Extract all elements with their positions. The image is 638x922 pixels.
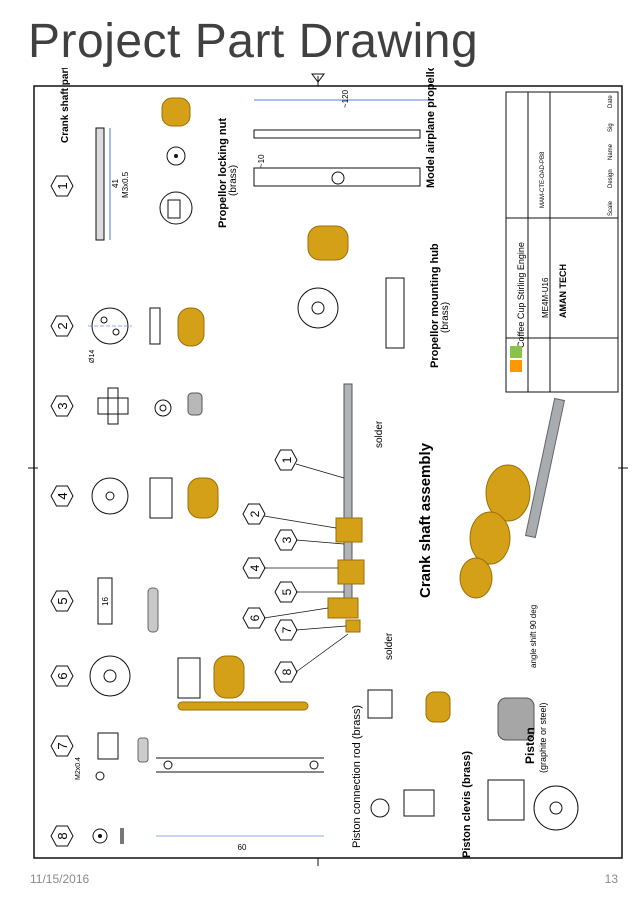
part-7-tube: M2x0.4 [75,732,149,781]
svg-text:Model airplane propellor: Model airplane propellor [425,68,437,188]
part-callout-3: 3 [50,395,74,417]
svg-text:~10: ~10 [257,154,266,168]
svg-text:7: 7 [280,626,294,633]
svg-text:7: 7 [55,742,70,749]
assembly-callout-6: 6 [242,607,266,629]
engineering-drawing: 1 2 3 4 5 6 7 8 Crank sha [28,46,628,866]
part-callout-2: 2 [50,315,74,337]
part-4-disc [91,477,219,519]
svg-text:8: 8 [55,832,70,839]
svg-text:4: 4 [248,564,262,571]
svg-text:(brass): (brass) [440,302,451,333]
svg-text:M2x0.4: M2x0.4 [75,757,82,780]
part-callouts: 1 2 3 4 5 6 7 8 [50,175,74,847]
svg-text:Piston connection rod (brass): Piston connection rod (brass) [351,705,363,848]
svg-text:M3x0.5: M3x0.5 [121,171,130,198]
piston: Piston (graphite or steel) [487,697,579,831]
crank-shaft-assembly: Crank shaft assembly solder solder angle… [327,383,566,668]
svg-text:Coffee Cup Stirling Engine: Coffee Cup Stirling Engine [516,242,526,348]
svg-text:2: 2 [55,322,70,329]
label-crank-shaft-assembly: Crank shaft assembly [417,442,434,598]
svg-text:Date: Date [608,95,614,108]
part-callout-7: 7 [50,735,74,757]
svg-text:ME4M-U16: ME4M-U16 [541,277,550,318]
svg-text:(graphite or steel): (graphite or steel) [538,702,548,773]
svg-text:~120: ~120 [341,89,350,108]
center-mark-top [311,73,325,83]
svg-text:1: 1 [55,182,70,189]
svg-text:(brass): (brass) [228,165,239,196]
svg-text:Ø14: Ø14 [89,350,96,363]
svg-text:Scale: Scale [608,200,614,216]
svg-text:41: 41 [111,179,120,188]
part-1-shaft: 41 M3x0.5 [95,127,130,241]
slide-title: Project Part Drawing [28,15,479,68]
part-6-disc [89,655,245,699]
svg-text:Propellor locking nut: Propellor locking nut [217,118,229,228]
svg-text:solder: solder [384,632,395,660]
assembly-callout-3: 3 [274,529,298,551]
svg-text:6: 6 [248,614,262,621]
svg-text:2: 2 [248,510,262,517]
title-block: Coffee Cup Stirling Engine ME4M-U16 AMAN… [505,91,619,393]
svg-text:Propellor mounting hub: Propellor mounting hub [429,243,441,368]
svg-text:60: 60 [238,843,247,852]
propeller-mounting-hub: Propellor mounting hub (brass) [297,225,451,368]
part-5-rod: 16 [97,577,159,633]
label-crank-shaft-parts: Crank shaft parts (8) [60,68,71,143]
page-number: 13 [604,872,618,886]
svg-text:Piston: Piston [523,727,537,764]
svg-text:Sig: Sig [608,123,614,132]
part-callout-6: 6 [50,665,74,687]
svg-text:3: 3 [55,402,70,409]
assembly-callout-1: 1 [274,449,298,471]
svg-text:8: 8 [280,668,294,675]
svg-text:solder: solder [374,420,385,448]
assembly-callout-8: 8 [274,661,298,683]
svg-text:AMAN TECH: AMAN TECH [558,264,568,318]
drawing-canvas: 1 2 3 4 5 6 7 8 Crank sha [28,46,628,866]
svg-text:MAM-CTE-OAD-PB8: MAM-CTE-OAD-PB8 [540,151,546,208]
part-callout-8: 8 [50,825,74,847]
model-airplane-propeller: ~120 ~10 Model airplane propellor [253,60,437,188]
assembly-callout-4: 4 [242,557,266,579]
svg-text:6: 6 [55,672,70,679]
propeller-locking-nut: Propellor locking nut (brass) [159,97,239,228]
part-callout-5: 5 [50,590,74,612]
assembly-callout-2: 2 [242,503,266,525]
svg-text:1: 1 [280,456,294,463]
piston-clevis: Piston clevis (brass) [367,689,473,858]
svg-text:5: 5 [280,588,294,595]
svg-text:angle shift 90 deg: angle shift 90 deg [529,605,538,668]
part-callout-4: 4 [50,485,74,507]
svg-text:Name: Name [608,143,614,160]
svg-text:5: 5 [55,597,70,604]
assembly-callout-7: 7 [274,619,298,641]
part-2-disc: Ø14 [88,307,205,363]
part-3-pin [97,387,203,425]
svg-text:4: 4 [55,492,70,499]
svg-text:3: 3 [280,536,294,543]
svg-text:Design: Design [608,169,614,188]
piston-connection-rod: 60 Piston connection rod (brass) [156,701,363,852]
assembly-callout-5: 5 [274,581,298,603]
assembly-callouts: 1 2 3 4 5 6 7 8 [242,449,349,683]
part-8-washer [92,828,124,844]
part-callout-1: 1 [50,175,74,197]
svg-text:16: 16 [101,597,110,606]
svg-text:Piston clevis (brass): Piston clevis (brass) [461,751,473,858]
footer-date: 11/15/2016 [30,872,90,886]
